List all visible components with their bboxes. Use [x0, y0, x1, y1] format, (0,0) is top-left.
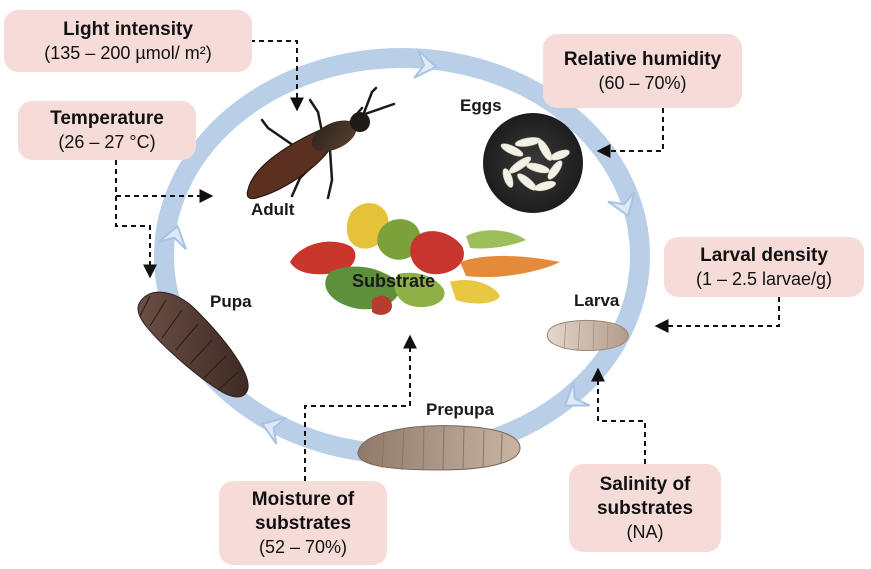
adult-fly-image — [247, 88, 394, 199]
salinity-title-line2: substrates — [597, 497, 693, 521]
light-intensity-value: (135 – 200 µmol/ m²) — [44, 42, 211, 65]
relative-humidity-value: (60 – 70%) — [598, 72, 686, 95]
substrate-label: Substrate — [352, 271, 435, 292]
salinity-value: (NA) — [627, 521, 664, 544]
connector-temperature-pupa — [116, 196, 150, 277]
connector-larval-density — [656, 297, 779, 326]
prepupa-image — [358, 426, 520, 470]
larval-density-title: Larval density — [700, 244, 828, 268]
light-intensity-title: Light intensity — [63, 18, 193, 42]
temperature-value: (26 – 27 °C) — [58, 131, 155, 154]
eggs-label: Eggs — [460, 96, 502, 116]
temperature-title: Temperature — [50, 107, 164, 131]
moisture-title-line1: Moisture of — [252, 488, 354, 512]
larval-density-value: (1 – 2.5 larvae/g) — [696, 268, 832, 291]
eggs-image — [483, 113, 583, 213]
larval-density-box: Larval density (1 – 2.5 larvae/g) — [664, 237, 864, 297]
salinity-title-line1: Salinity of — [600, 473, 691, 497]
substrate-image — [290, 203, 560, 315]
relative-humidity-title: Relative humidity — [564, 48, 721, 72]
pupa-label: Pupa — [210, 292, 252, 312]
temperature-box: Temperature (26 – 27 °C) — [18, 101, 196, 160]
adult-label: Adult — [251, 200, 294, 220]
moisture-box: Moisture of substrates (52 – 70%) — [219, 481, 387, 565]
relative-humidity-box: Relative humidity (60 – 70%) — [543, 34, 742, 108]
larva-image — [547, 320, 628, 351]
salinity-box: Salinity of substrates (NA) — [569, 464, 721, 552]
moisture-value: (52 – 70%) — [259, 536, 347, 559]
moisture-title-line2: substrates — [255, 512, 351, 536]
prepupa-label: Prepupa — [426, 400, 494, 420]
light-intensity-box: Light intensity (135 – 200 µmol/ m²) — [4, 10, 252, 72]
connector-salinity — [598, 369, 645, 464]
larva-label: Larva — [574, 291, 619, 311]
